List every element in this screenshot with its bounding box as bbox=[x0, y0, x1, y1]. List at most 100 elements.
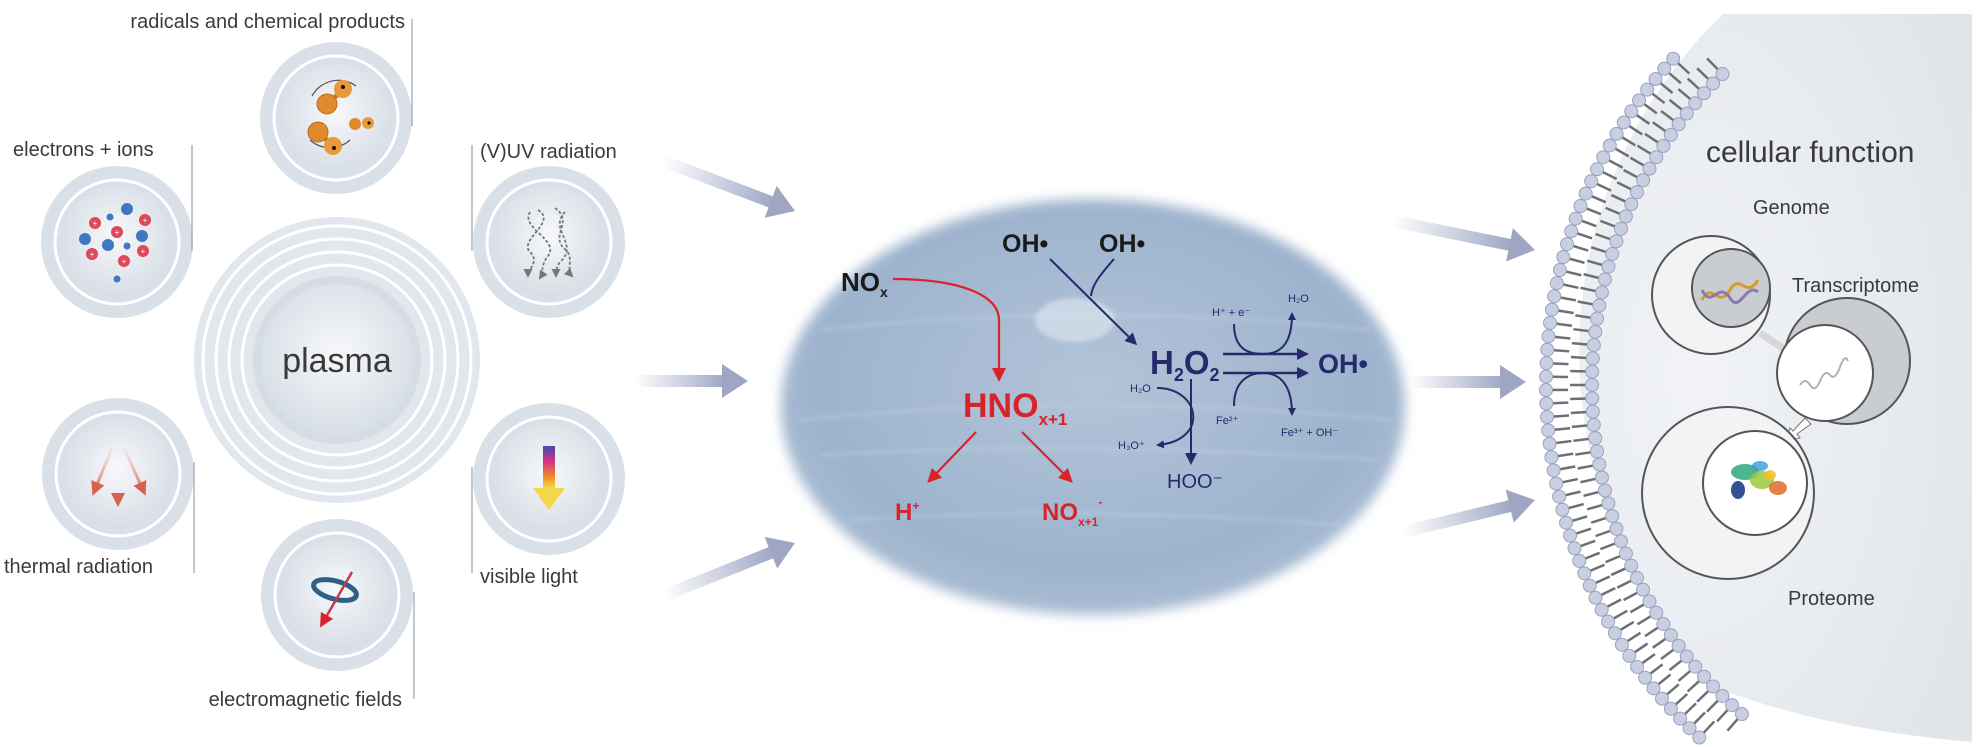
hoo-label: HOO⁻ bbox=[1167, 471, 1223, 493]
electron bbox=[79, 233, 91, 245]
lipid-head bbox=[1590, 311, 1605, 326]
h3o-label: H₃O⁺ bbox=[1118, 440, 1145, 452]
flow-arrow-1 bbox=[660, 155, 795, 218]
lipid-head bbox=[1601, 496, 1616, 511]
plus-sign: + bbox=[115, 228, 120, 237]
lipid-head bbox=[1666, 51, 1681, 66]
lipid-head bbox=[1544, 302, 1559, 317]
lipid-head bbox=[1656, 138, 1671, 153]
lipid-head bbox=[1715, 688, 1730, 703]
arrow-head bbox=[1505, 489, 1535, 523]
plasma-label: plasma bbox=[282, 342, 392, 380]
cell-section: cellular function Genome Transcriptome P… bbox=[1539, 14, 1972, 745]
lipid-head bbox=[1594, 470, 1609, 485]
thermal-radiation-icon bbox=[91, 447, 147, 507]
plus-sign: + bbox=[122, 257, 127, 266]
proteome-label: Proteome bbox=[1788, 588, 1875, 610]
flow-arrow-2 bbox=[634, 364, 748, 398]
lipid-head bbox=[1696, 669, 1711, 684]
lipid-head bbox=[1624, 197, 1639, 212]
lipid-head bbox=[1556, 250, 1571, 265]
lipid-head bbox=[1618, 209, 1633, 224]
lipid-head bbox=[1624, 558, 1639, 573]
lipid-head bbox=[1663, 701, 1678, 716]
lipid-head bbox=[1577, 566, 1592, 581]
lipid-head bbox=[1624, 104, 1639, 119]
lipid-head bbox=[1656, 617, 1671, 632]
fe3-oh-label: Fe³⁺ + OH⁻ bbox=[1281, 427, 1338, 439]
flow-arrows bbox=[634, 155, 1536, 602]
lipid-head bbox=[1646, 681, 1661, 696]
lipid-head bbox=[1594, 285, 1609, 300]
lipid-head bbox=[1588, 431, 1603, 446]
lipid-head bbox=[1584, 174, 1599, 189]
lipid-head bbox=[1549, 476, 1564, 491]
h2o2-label: H2O2 bbox=[1150, 344, 1220, 385]
plasma-core: plasma bbox=[194, 217, 480, 503]
lipid-head bbox=[1568, 211, 1583, 226]
lipid-head bbox=[1544, 450, 1559, 465]
lipid-head bbox=[1642, 594, 1657, 609]
arrow-shaft bbox=[634, 375, 726, 387]
lipid-head bbox=[1582, 578, 1597, 593]
lipid-head bbox=[1539, 356, 1554, 371]
arrow-head bbox=[764, 536, 796, 569]
h-plus-label: H+ bbox=[895, 499, 919, 526]
lipid-head bbox=[1585, 378, 1599, 392]
rna-strand-icon bbox=[1799, 357, 1849, 390]
uv-radiation-icon bbox=[523, 207, 574, 280]
lipid-head bbox=[1552, 263, 1567, 278]
lipid-head bbox=[1725, 698, 1740, 713]
lipid-head bbox=[1605, 246, 1620, 261]
lipid-head bbox=[1706, 76, 1721, 91]
lipid-head bbox=[1640, 82, 1655, 97]
liquid-droplet bbox=[781, 199, 1405, 615]
lipid-head bbox=[1618, 546, 1633, 561]
lipid-head bbox=[1539, 383, 1554, 398]
oh-radical-1: OH• bbox=[1002, 230, 1048, 258]
lipid-head bbox=[1629, 570, 1644, 585]
protein-structure-icon bbox=[1731, 461, 1787, 499]
dna-helix-icon bbox=[1700, 279, 1760, 305]
lipid-head bbox=[1636, 173, 1651, 188]
lipid-head bbox=[1552, 489, 1567, 504]
lipid-head bbox=[1605, 509, 1620, 524]
radicals-icon bbox=[307, 79, 374, 155]
lipid-head bbox=[1636, 582, 1651, 597]
liquid-section: NOx OH• OH• HNOx+1 H+ NOx+1- H2O2 OH• H⁺… bbox=[781, 199, 1405, 615]
genome-compartment bbox=[1651, 235, 1771, 355]
lipid-head bbox=[1539, 369, 1554, 384]
arrow-head bbox=[764, 185, 795, 218]
arrow-head bbox=[1506, 228, 1536, 262]
source-circle-em bbox=[261, 519, 413, 671]
positive-ion bbox=[86, 248, 98, 260]
label-radicals: radicals and chemical products bbox=[130, 11, 405, 33]
electron bbox=[102, 239, 114, 251]
lipid-head bbox=[1590, 444, 1605, 459]
lipid-head bbox=[1630, 659, 1645, 674]
lipid-head bbox=[1614, 637, 1629, 652]
lipid-head bbox=[1657, 61, 1672, 76]
lipid-head bbox=[1588, 324, 1603, 339]
electron bbox=[113, 275, 121, 283]
genome-label: Genome bbox=[1753, 197, 1830, 219]
lipid-head bbox=[1590, 162, 1605, 177]
label-uv-radiation: (V)UV radiation bbox=[480, 141, 617, 163]
oh-radical-2: OH• bbox=[1099, 230, 1145, 258]
lipid-head bbox=[1663, 127, 1678, 142]
lipid-head bbox=[1679, 106, 1694, 121]
cell-title: cellular function bbox=[1706, 136, 1914, 169]
nox-label: NOx bbox=[841, 267, 888, 300]
lipid-head bbox=[1688, 96, 1703, 111]
source-circle-uv bbox=[473, 166, 625, 318]
arrow-shaft bbox=[660, 545, 777, 602]
lipid-head bbox=[1597, 483, 1612, 498]
cell-cytoplasm bbox=[1579, 14, 1972, 742]
transcriptome-compartment bbox=[1776, 297, 1911, 425]
flow-arrow-6 bbox=[1401, 489, 1535, 538]
electron bbox=[121, 203, 133, 215]
lipid-head bbox=[1613, 534, 1628, 549]
lipid-head bbox=[1682, 721, 1697, 736]
positive-ion bbox=[118, 255, 130, 267]
lipid-head bbox=[1649, 150, 1664, 165]
